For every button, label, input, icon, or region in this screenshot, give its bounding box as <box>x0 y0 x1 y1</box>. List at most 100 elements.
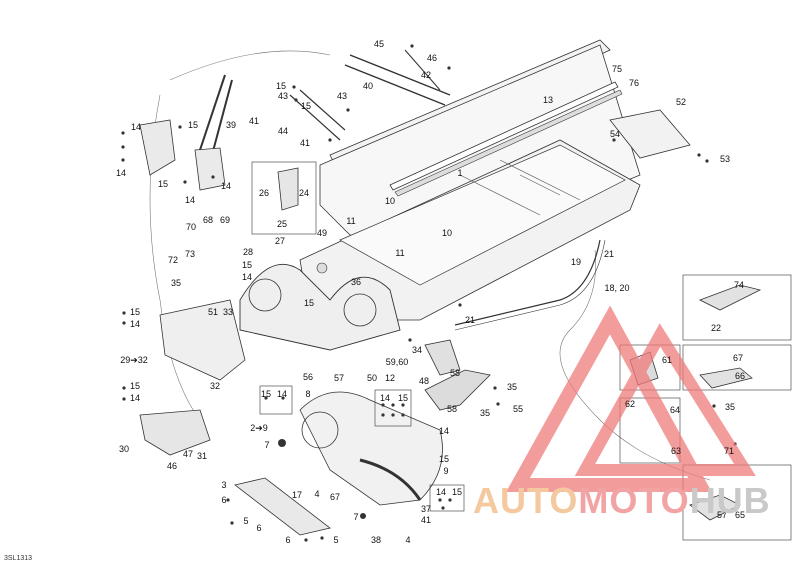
guide-curve-right <box>559 249 711 481</box>
callout-c14g: 14 <box>276 389 288 399</box>
callout-c15c: 15 <box>187 120 199 130</box>
callout-c33: 33 <box>222 307 234 317</box>
callout-c24: 24 <box>298 188 310 198</box>
lower-frame-arm <box>359 458 422 501</box>
watermark-part2: MOTO <box>578 480 690 521</box>
watermark-part1: AUTO <box>473 480 579 521</box>
callout-c15g: 15 <box>129 307 141 317</box>
callout-c58a: 58 <box>449 368 461 378</box>
callout-c61: 61 <box>661 355 673 365</box>
rail-76 <box>394 89 623 197</box>
callout-c9: 9 <box>443 466 449 476</box>
hardware-box-14-15 <box>374 389 412 427</box>
callout-c19: 19 <box>570 257 582 267</box>
hardware-box-14-15-b <box>429 484 465 512</box>
callout-c41b: 41 <box>299 138 311 148</box>
callout-c15d: 15 <box>157 179 169 189</box>
callout-c49: 49 <box>316 228 328 238</box>
callout-c46: 46 <box>426 53 438 63</box>
callout-c29: 2➔9 <box>250 423 268 433</box>
callout-c4b: 4 <box>405 535 411 545</box>
callout-c8: 8 <box>305 389 311 399</box>
rod-20 <box>454 239 606 331</box>
callout-c15l: 15 <box>451 487 463 497</box>
callout-c48: 48 <box>418 376 430 386</box>
callout-c35a: 35 <box>170 278 182 288</box>
diagram-code: 3SL1313 <box>4 555 33 562</box>
rear-bracket-52 <box>609 109 691 159</box>
callout-c42: 42 <box>420 70 432 80</box>
callout-c69: 69 <box>219 215 231 225</box>
callout-c37: 37 <box>420 504 432 514</box>
callout-c6c: 6 <box>285 535 291 545</box>
callout-c35b: 35 <box>506 382 518 392</box>
callout-c58b: 58 <box>446 404 458 414</box>
callout-c4a: 4 <box>314 489 320 499</box>
callout-c1820: 18, 20 <box>604 283 630 293</box>
part-65 <box>689 494 741 521</box>
callout-c46b: 46 <box>166 461 178 471</box>
callout-c43b: 43 <box>336 91 348 101</box>
callout-c10a: 10 <box>384 196 396 206</box>
arm-40 <box>344 54 451 106</box>
callout-c11b: 11 <box>395 248 405 258</box>
callout-c34: 34 <box>411 345 423 355</box>
chassis-top-deck <box>339 144 626 286</box>
callout-c15b: 15 <box>300 101 312 111</box>
callout-c41a: 41 <box>248 116 260 126</box>
callout-c21b: 21 <box>464 315 476 325</box>
callout-c14j: 14 <box>438 426 450 436</box>
callout-c15f: 15 <box>303 298 315 308</box>
callout-c40: 40 <box>362 81 374 91</box>
callout-c51: 51 <box>207 307 219 317</box>
callout-c11a: 11 <box>346 216 356 226</box>
callout-c30: 30 <box>118 444 130 454</box>
callout-c52: 52 <box>675 97 687 107</box>
callout-c39: 39 <box>225 120 237 130</box>
callout-c53: 53 <box>719 154 731 164</box>
callout-c71: 71 <box>723 446 735 456</box>
bracket-left <box>139 119 176 176</box>
skid-plate-17 <box>234 477 331 536</box>
callout-c35d: 35 <box>724 402 736 412</box>
callout-c65: 65 <box>734 510 746 520</box>
callout-c63: 63 <box>670 446 682 456</box>
callout-c74: 74 <box>733 280 745 290</box>
callout-c5a: 5 <box>243 516 249 526</box>
callout-c5960: 59,60 <box>385 357 409 367</box>
callout-c76: 76 <box>628 78 640 88</box>
callout-c36: 36 <box>350 277 362 287</box>
callout-c12: 12 <box>384 373 396 383</box>
callout-c14i: 14 <box>379 393 391 403</box>
callout-c14h: 14 <box>129 393 141 403</box>
callout-c14k: 14 <box>435 487 447 497</box>
front-bumper-frame <box>299 391 443 506</box>
callout-c15e: 15 <box>241 260 253 270</box>
callout-c6b: 6 <box>256 523 262 533</box>
watermark-text: AUTOMOTOHUB <box>473 483 771 519</box>
watermark-part3: HUB <box>689 480 771 521</box>
callout-c43a: 43 <box>277 91 289 101</box>
callout-c56: 56 <box>302 372 314 382</box>
callout-c57a: 57 <box>333 373 345 383</box>
front-bracket-30 <box>139 409 211 456</box>
front-frame <box>239 263 401 351</box>
callout-c14b: 14 <box>115 168 127 178</box>
callout-c75: 75 <box>611 64 623 74</box>
callout-c14e: 14 <box>241 272 253 282</box>
callout-c25: 25 <box>276 219 288 229</box>
callout-c10b: 10 <box>441 228 453 238</box>
callout-c26: 26 <box>258 188 270 198</box>
bolts <box>121 44 737 542</box>
callout-c15k: 15 <box>438 454 450 464</box>
callout-c70: 70 <box>185 222 197 232</box>
callout-c64: 64 <box>669 405 681 415</box>
callout-c14d: 14 <box>220 181 232 191</box>
callout-c45: 45 <box>373 39 385 49</box>
plate-24 <box>277 167 299 211</box>
callout-c57b: 57 <box>716 510 728 520</box>
part-66 <box>699 367 753 389</box>
nose-piece <box>159 299 246 381</box>
arm-42 <box>404 49 441 91</box>
callout-c13: 13 <box>542 95 554 105</box>
